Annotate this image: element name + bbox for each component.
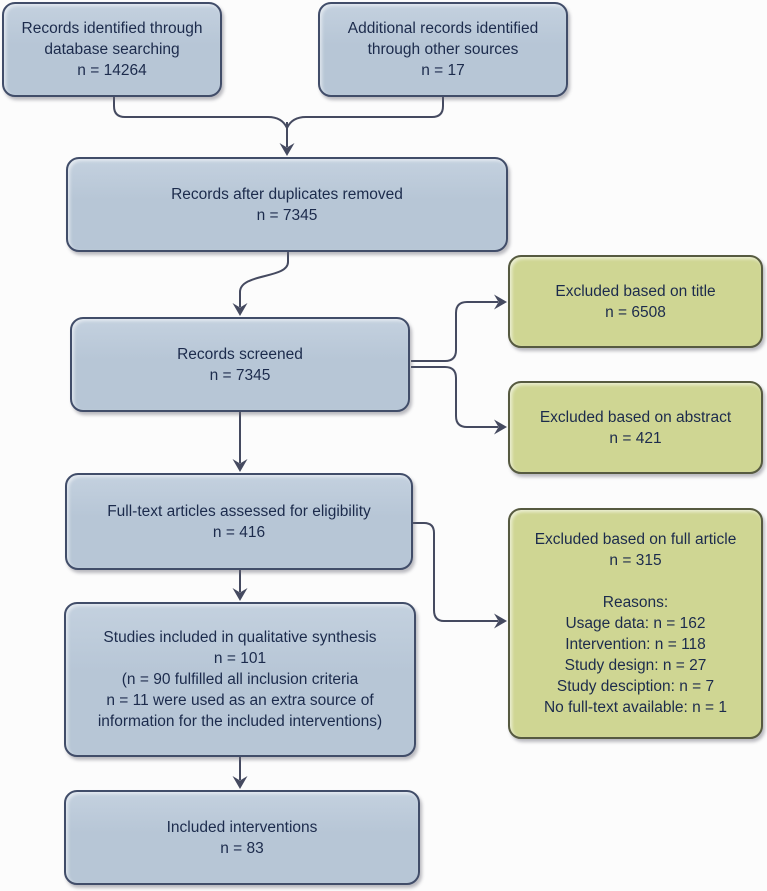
node-text-line: n = 14264 [77, 62, 147, 79]
arrowhead-article [494, 613, 507, 629]
arrowhead-fulltext [232, 459, 248, 472]
node-text-line: n = 7345 [256, 206, 318, 224]
node-text-line: through other sources [367, 41, 519, 58]
node-text-line: Study design: n = 27 [564, 657, 707, 674]
node-excluded-title: Excluded based on title n = 6508 [508, 255, 763, 348]
node-text-line: n = 7345 [209, 366, 271, 384]
node-text-line: Records after duplicates removed [171, 185, 403, 203]
node-excluded-full-article: Excluded based on full article n = 315 R… [508, 508, 763, 739]
node-text-line: n = 416 [212, 523, 266, 541]
node-text-line: Excluded based on title [555, 282, 716, 300]
node-text-line: n = 17 [421, 62, 465, 79]
arrowhead-qualitative [232, 588, 248, 601]
node-text-line: Study desciption: n = 7 [556, 678, 715, 695]
node-text-line: Full-text articles assessed for eligibil… [107, 502, 371, 520]
node-text-line: database searching [44, 41, 180, 58]
connector-screened-to-abstract [411, 366, 498, 428]
arrowhead-duplicates [279, 143, 295, 156]
node-text-line: Usage data: n = 162 [565, 615, 706, 632]
arrowhead-abstract [494, 419, 507, 435]
node-text-line: Additional records identified [347, 20, 539, 37]
connector-fulltext-to-article [413, 522, 498, 622]
arrowhead-included [232, 776, 248, 789]
node-text-line: Reasons: [602, 594, 669, 611]
node-text-line: n = 315 [609, 552, 662, 569]
connector-duplicates-to-screened [239, 252, 289, 307]
node-text-line: No full-text available: n = 1 [543, 699, 728, 716]
node-fulltext-assessed: Full-text articles assessed for eligibil… [65, 473, 413, 570]
node-records-identified: Records identified through database sear… [2, 2, 222, 97]
arrowhead-screened [232, 303, 248, 316]
node-text-line [518, 571, 753, 592]
node-text-line: Excluded based on abstract [539, 408, 732, 426]
node-text-line: information for the included interventio… [97, 713, 383, 730]
node-text-line: (n = 90 fulfilled all inclusion criteria [121, 671, 359, 688]
node-text-line: Records identified through [21, 20, 203, 37]
node-duplicates-removed: Records after duplicates removed n = 734… [66, 157, 508, 252]
node-text-line: Studies included in qualitative synthesi… [103, 629, 377, 646]
node-excluded-abstract: Excluded based on abstract n = 421 [508, 381, 763, 474]
node-text-line: n = 101 [213, 650, 267, 667]
node-records-screened: Records screened n = 7345 [70, 317, 410, 412]
node-additional-records: Additional records identified through ot… [318, 2, 568, 97]
node-included-interventions: Included interventions n = 83 [64, 790, 420, 885]
node-text-line: Included interventions [166, 818, 318, 836]
node-text-line: Records screened [177, 345, 303, 363]
connector-merge-right [286, 97, 444, 129]
node-text-line: n = 421 [609, 429, 662, 447]
node-text-line: n = 6508 [605, 303, 666, 321]
node-text-line: Excluded based on full article [534, 531, 737, 548]
connector-merge-left [113, 97, 288, 129]
node-text-line: n = 11 were used as an extra source of [106, 692, 374, 709]
node-qualitative-synthesis: Studies included in qualitative synthesi… [64, 602, 416, 757]
arrowhead-title [494, 294, 507, 310]
connector-screened-to-title [411, 301, 498, 362]
node-text-line: n = 83 [220, 839, 264, 857]
node-text-line: Intervention: n = 118 [565, 636, 706, 653]
